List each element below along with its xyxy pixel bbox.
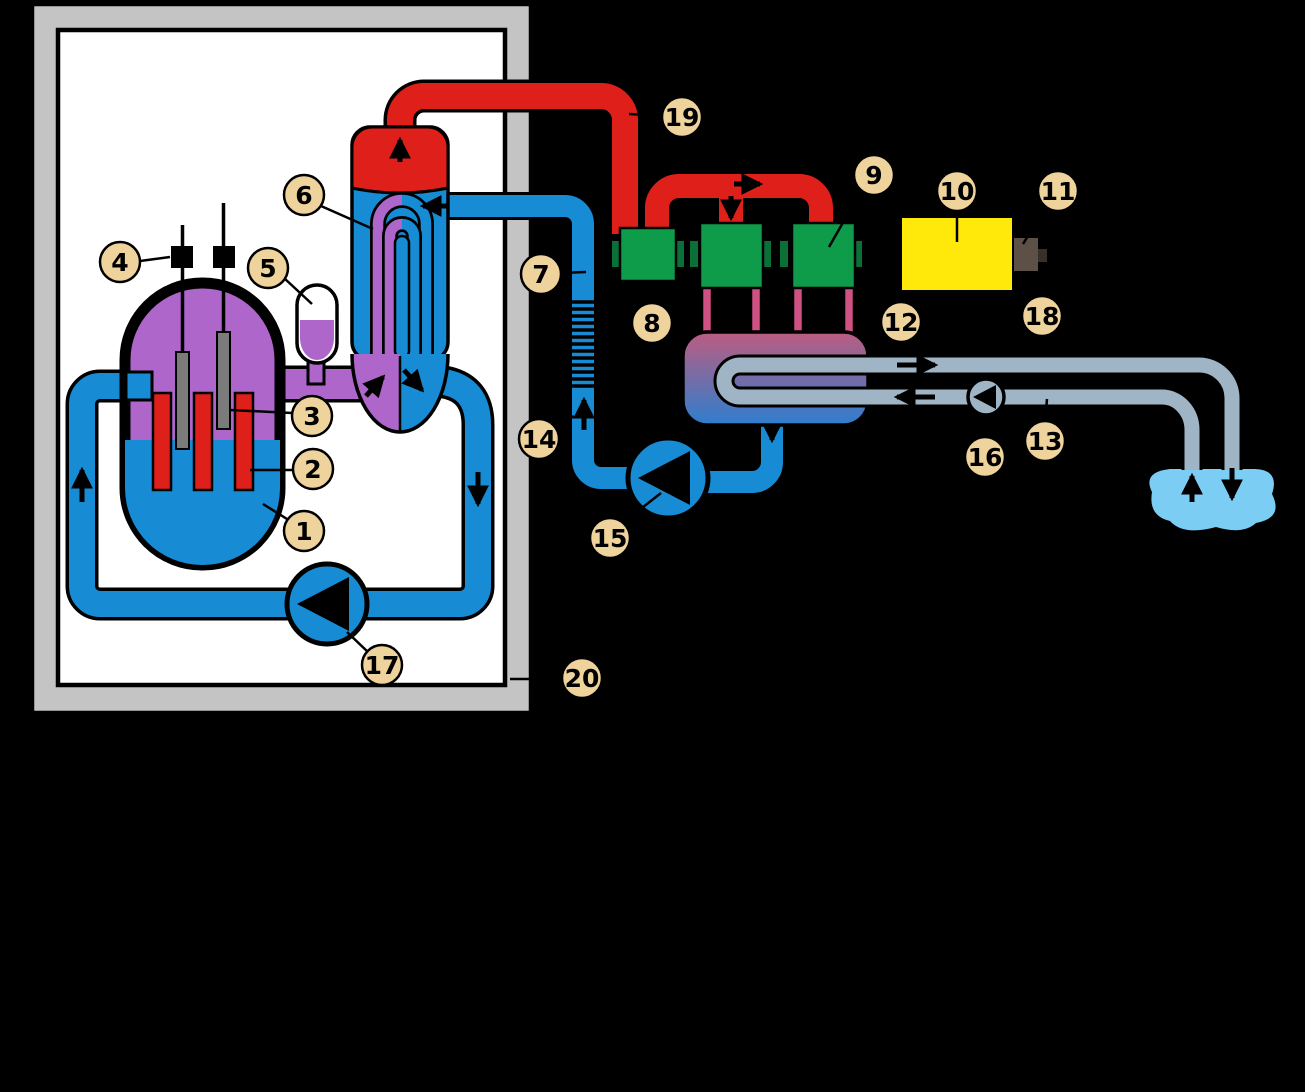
label-15: 15 xyxy=(588,516,632,560)
fuel-rod xyxy=(192,391,214,492)
label-20: 20 xyxy=(560,656,604,700)
svg-text:15: 15 xyxy=(593,524,628,553)
exciter-shaft-stub xyxy=(1038,249,1047,262)
pump-triangle xyxy=(973,385,996,409)
svg-text:3: 3 xyxy=(303,402,320,431)
label-8: 8 xyxy=(630,301,674,345)
pressurizer xyxy=(295,283,339,386)
cooling-water-pump xyxy=(966,377,1006,417)
svg-text:11: 11 xyxy=(1041,177,1076,206)
svg-text:14: 14 xyxy=(522,425,557,454)
svg-text:20: 20 xyxy=(565,664,600,693)
label-4: 4 xyxy=(98,240,142,284)
svg-text:19: 19 xyxy=(665,103,700,132)
condenser xyxy=(681,330,870,427)
cooling-water-line xyxy=(713,354,1243,470)
svg-text:10: 10 xyxy=(940,177,975,206)
svg-text:7: 7 xyxy=(532,260,549,289)
generator-shaft xyxy=(865,244,902,264)
label-5: 5 xyxy=(246,246,290,290)
turbine-generator-set xyxy=(603,171,1047,338)
svg-text:8: 8 xyxy=(643,309,660,338)
control-rod xyxy=(175,351,190,450)
reactor-pressure-vessel xyxy=(119,203,286,571)
svg-text:4: 4 xyxy=(111,248,128,277)
svg-text:16: 16 xyxy=(968,443,1003,472)
main-steam-line xyxy=(383,79,642,234)
label-2: 2 xyxy=(291,447,335,491)
label-3: 3 xyxy=(290,394,334,438)
label-6: 6 xyxy=(282,173,326,217)
hp-turbine xyxy=(618,226,678,283)
pump-triangle xyxy=(297,577,349,631)
primary-coolant-loop xyxy=(65,365,495,621)
labels: 1 2 3 4 5 6 7 8 9 10 11 12 13 14 15 16 1… xyxy=(98,95,1080,700)
feedwater-heater-ribs xyxy=(570,300,597,388)
sg-u-tubes xyxy=(370,192,434,360)
svg-text:1: 1 xyxy=(295,517,312,546)
condensate-line xyxy=(700,420,786,496)
lp-turbine xyxy=(790,221,857,290)
coolant-inlet-nozzle xyxy=(124,370,154,402)
label-12: 12 xyxy=(879,300,923,344)
svg-text:2: 2 xyxy=(304,455,321,484)
label-leaders xyxy=(139,112,1049,681)
svg-text:17: 17 xyxy=(365,651,400,680)
feedwater-pump xyxy=(625,435,711,521)
exciter xyxy=(1014,238,1038,271)
label-14: 14 xyxy=(517,417,561,461)
cooling-water-source xyxy=(1149,469,1276,531)
svg-text:6: 6 xyxy=(295,181,312,210)
control-rod-drive xyxy=(213,246,235,268)
primary-pipe xyxy=(69,369,491,617)
pump-triangle xyxy=(638,451,690,505)
steam-generator xyxy=(350,125,450,434)
svg-text:13: 13 xyxy=(1028,427,1063,456)
label-11: 11 xyxy=(1036,169,1080,213)
label-10: 10 xyxy=(935,169,979,213)
svg-text:9: 9 xyxy=(865,161,882,190)
control-rod xyxy=(216,331,231,430)
fuel-rod xyxy=(151,391,173,492)
svg-text:12: 12 xyxy=(884,308,919,337)
cold-out-arrow xyxy=(401,368,425,393)
svg-text:18: 18 xyxy=(1025,302,1060,331)
label-17: 17 xyxy=(360,643,404,687)
reactor-coolant-pump xyxy=(284,561,370,647)
label-9: 9 xyxy=(852,153,896,197)
pressurizer-liquid xyxy=(300,320,334,360)
label-1: 1 xyxy=(282,509,326,553)
lp-turbine xyxy=(698,221,765,290)
label-18: 18 xyxy=(1020,294,1064,338)
label-16: 16 xyxy=(963,435,1007,479)
fuel-rod xyxy=(233,391,255,492)
label-7: 7 xyxy=(519,252,563,296)
svg-text:5: 5 xyxy=(259,254,276,283)
feedwater-line xyxy=(448,192,668,492)
shaft-couplings xyxy=(612,241,862,267)
control-rod-drive xyxy=(171,246,193,268)
hot-in-arrow xyxy=(362,374,386,399)
label-19: 19 xyxy=(660,95,704,139)
label-13: 13 xyxy=(1023,419,1067,463)
